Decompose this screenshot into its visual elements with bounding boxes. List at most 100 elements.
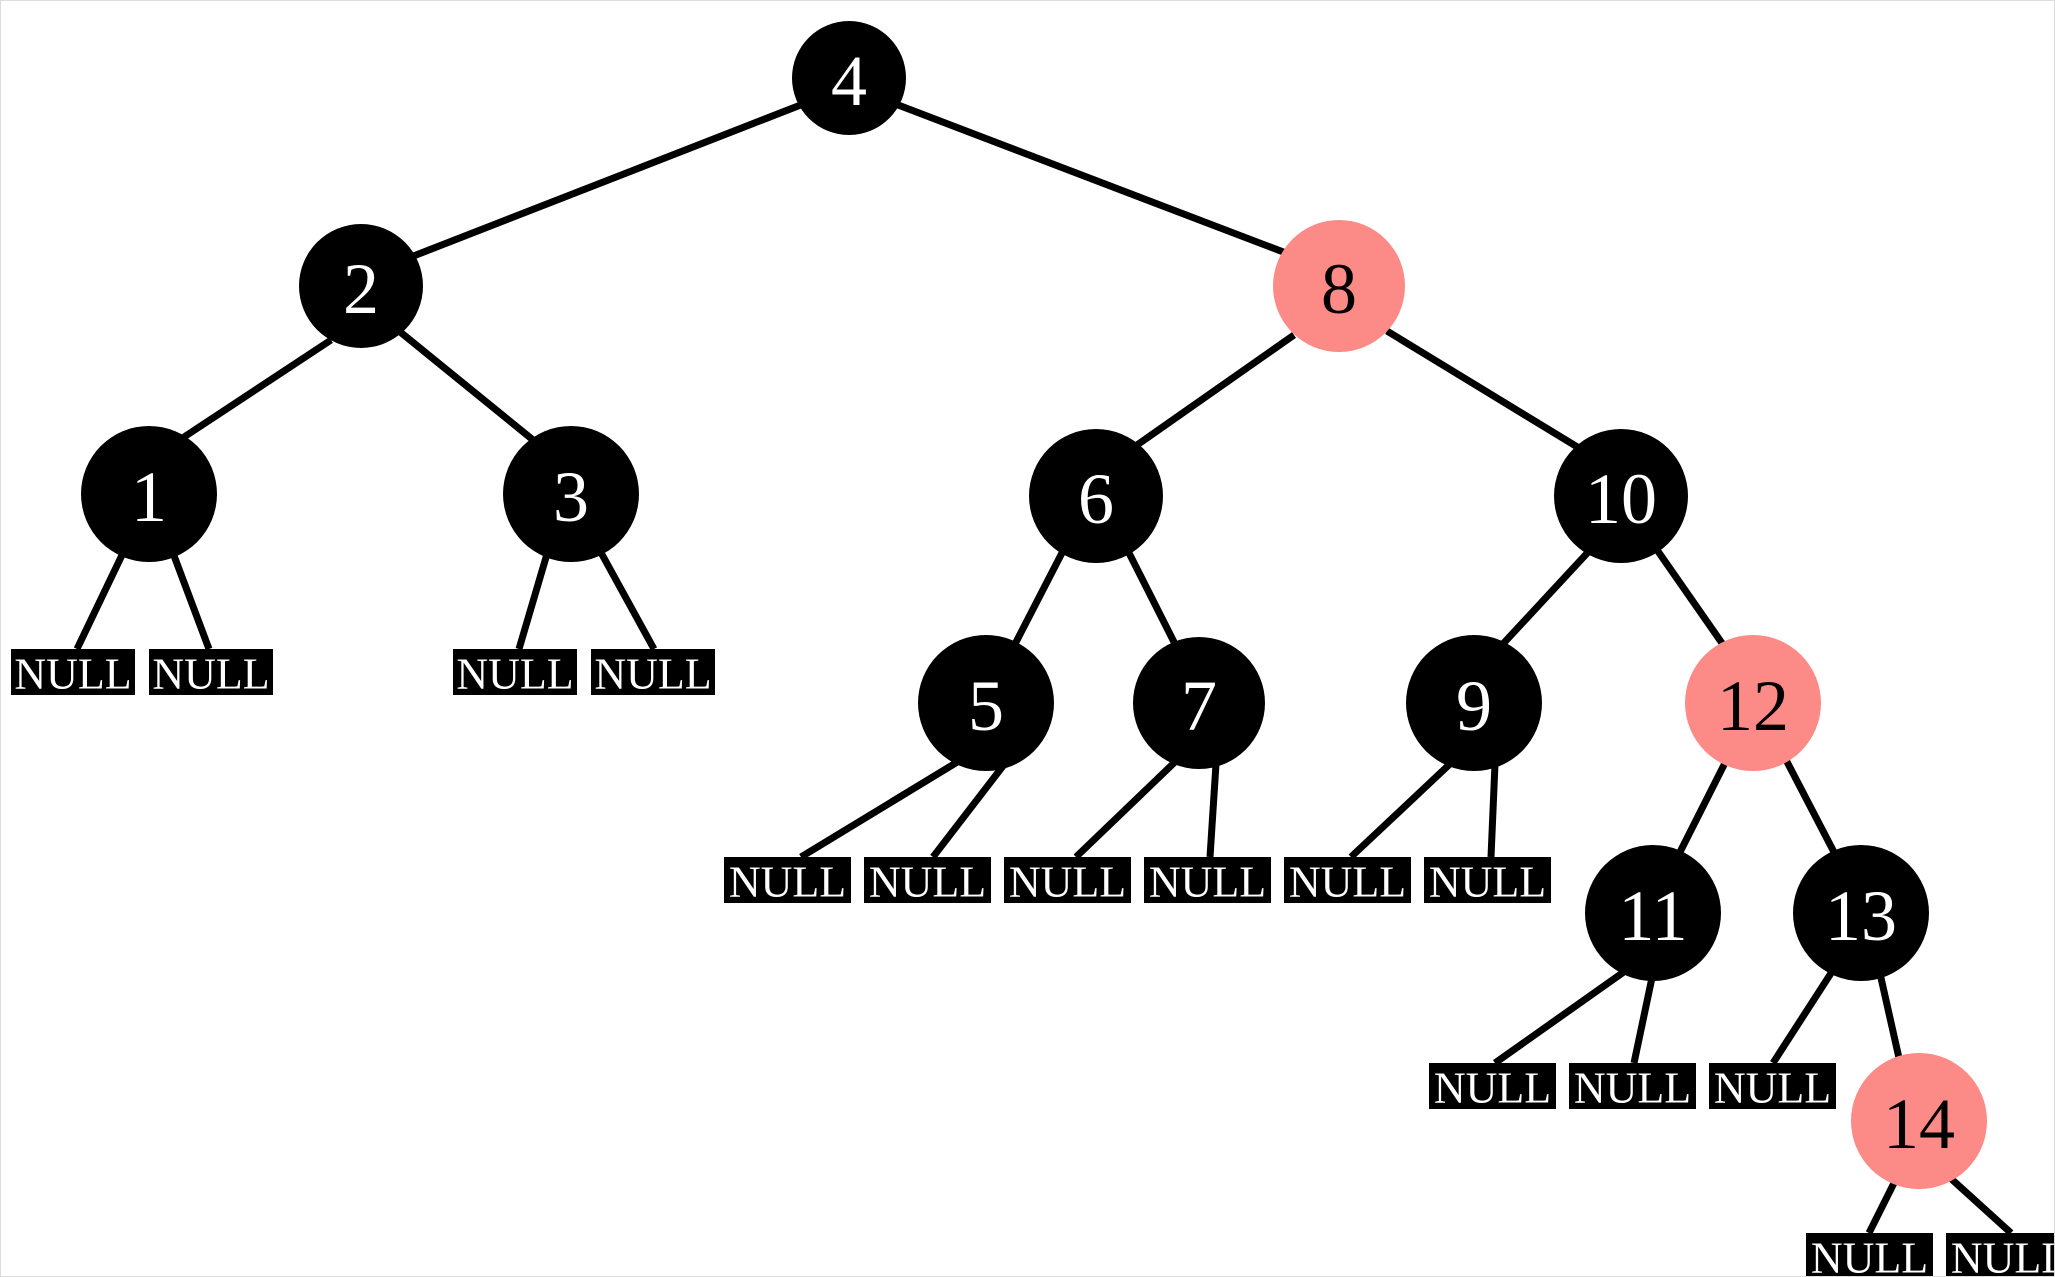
node-circle-black bbox=[1585, 845, 1721, 981]
null-leaf-box bbox=[864, 857, 991, 903]
tree-node-3[interactable]: 3 bbox=[503, 426, 639, 562]
node-value-label: 3 bbox=[553, 457, 589, 537]
tree-edge-n5-z6 bbox=[930, 763, 1006, 860]
tree-edge-n10-n12 bbox=[1652, 544, 1727, 649]
null-leaf: NULL bbox=[1709, 1063, 1836, 1113]
null-leaf: NULL bbox=[11, 649, 135, 699]
null-leaf-label: NULL bbox=[1434, 1064, 1551, 1113]
null-leaf-box bbox=[591, 649, 715, 695]
node-value-label: 11 bbox=[1618, 876, 1687, 956]
null-leaf: NULL bbox=[724, 857, 851, 907]
node-circle-black bbox=[299, 224, 423, 348]
node-value-label: 10 bbox=[1585, 459, 1657, 539]
node-value-label: 9 bbox=[1456, 666, 1492, 746]
null-leaf-box bbox=[1709, 1063, 1836, 1109]
tree-edge-n5-z5 bbox=[799, 758, 961, 860]
node-value-label: 14 bbox=[1883, 1084, 1955, 1164]
tree-edge-n14-z15 bbox=[1944, 1172, 2014, 1236]
tree-edge-n6-n7 bbox=[1123, 547, 1180, 648]
tree-edge-n4-n2 bbox=[391, 95, 818, 268]
null-leaf-label: NULL bbox=[594, 650, 711, 699]
tree-node-13[interactable]: 13 bbox=[1793, 845, 1929, 981]
node-circle-black bbox=[1133, 637, 1265, 769]
node-circle-black bbox=[1554, 429, 1688, 563]
tree-node-2[interactable]: 2 bbox=[299, 224, 423, 348]
null-leaf: NULL bbox=[149, 649, 273, 699]
null-leaf: NULL bbox=[864, 857, 991, 907]
tree-edge-n2-n1 bbox=[179, 337, 333, 442]
tree-edge-n10-n9 bbox=[1498, 546, 1594, 649]
node-value-label: 13 bbox=[1825, 876, 1897, 956]
tree-edge-n7-z8 bbox=[1206, 763, 1220, 858]
tree-edge-n7-z7 bbox=[1073, 758, 1179, 860]
node-circle-red bbox=[1685, 635, 1821, 771]
null-leaf: NULL bbox=[1429, 1063, 1556, 1113]
tree-edge-n1-z2 bbox=[169, 551, 213, 651]
tree-edge-n3-z3 bbox=[515, 553, 551, 650]
tree-node-14[interactable]: 14 bbox=[1851, 1053, 1987, 1189]
tree-node-4[interactable]: 4 bbox=[792, 21, 906, 135]
null-leaf: NULL bbox=[1424, 857, 1551, 907]
null-leaf-label: NULL bbox=[869, 858, 986, 907]
node-value-label: 6 bbox=[1078, 459, 1114, 539]
tree-edge-n2-n3 bbox=[396, 328, 541, 447]
tree-node-5[interactable]: 5 bbox=[918, 635, 1054, 771]
tree-node-6[interactable]: 6 bbox=[1029, 429, 1163, 563]
tree-edge-n9-z10 bbox=[1487, 763, 1499, 858]
tree-edge-n1-z1 bbox=[73, 551, 127, 651]
null-leaf-label: NULL bbox=[1429, 858, 1546, 907]
tree-edge-n3-z4 bbox=[595, 547, 658, 651]
node-circle-red bbox=[1273, 220, 1405, 352]
null-leaf-label: NULL bbox=[729, 858, 846, 907]
node-circle-red bbox=[1851, 1053, 1987, 1189]
null-leaf-box bbox=[1569, 1063, 1696, 1109]
null-leaf-label: NULL bbox=[14, 650, 131, 699]
node-circle-black bbox=[918, 635, 1054, 771]
node-value-label: 5 bbox=[968, 666, 1004, 746]
null-leaf-box bbox=[1424, 857, 1551, 903]
tree-edge-n12-n13 bbox=[1780, 754, 1840, 858]
tree-node-1[interactable]: 1 bbox=[81, 426, 217, 562]
null-leaf-box bbox=[1284, 857, 1411, 903]
null-leaf-label: NULL bbox=[1811, 1234, 1928, 1277]
null-leaf-box bbox=[1806, 1233, 1933, 1276]
null-leaf: NULL bbox=[453, 649, 577, 699]
tree-edge-n9-z9 bbox=[1348, 760, 1454, 860]
tree-node-10[interactable]: 10 bbox=[1554, 429, 1688, 563]
null-leaf: NULL bbox=[1004, 857, 1131, 907]
null-leaf-label: NULL bbox=[152, 650, 269, 699]
tree-edge-n11-z11 bbox=[1492, 966, 1631, 1066]
tree-edge-n8-n6 bbox=[1134, 332, 1297, 448]
tree-edge-n12-n11 bbox=[1674, 755, 1732, 858]
tree-node-11[interactable]: 11 bbox=[1585, 845, 1721, 981]
null-leaf-box bbox=[149, 649, 273, 695]
tree-edge-n4-n8 bbox=[883, 96, 1301, 262]
node-circle-black bbox=[81, 426, 217, 562]
node-value-label: 8 bbox=[1321, 249, 1357, 329]
null-leaf-box bbox=[1004, 857, 1131, 903]
tree-edge-n6-n5 bbox=[1010, 547, 1068, 648]
null-leaf: NULL bbox=[1144, 857, 1271, 907]
node-value-label: 12 bbox=[1717, 666, 1789, 746]
node-circle-black bbox=[503, 426, 639, 562]
null-leaf-label: NULL bbox=[1574, 1064, 1691, 1113]
tree-edge-n8-n10 bbox=[1385, 328, 1581, 451]
tree-node-12[interactable]: 12 bbox=[1685, 635, 1821, 771]
tree-edge-n11-z12 bbox=[1630, 972, 1657, 1064]
tree-node-7[interactable]: 7 bbox=[1133, 637, 1265, 769]
tree-edge-n14-z14 bbox=[1865, 1177, 1900, 1235]
null-leaf-box bbox=[453, 649, 577, 695]
null-leaf-box bbox=[724, 857, 851, 903]
null-leaf-box bbox=[11, 649, 135, 695]
tree-node-9[interactable]: 9 bbox=[1406, 635, 1542, 771]
null-leaf-box bbox=[1946, 1233, 2054, 1276]
tree-node-8[interactable]: 8 bbox=[1273, 220, 1405, 352]
null-leaf-label: NULL bbox=[1951, 1234, 2055, 1277]
node-circle-black bbox=[1406, 635, 1542, 771]
null-leaf-label: NULL bbox=[1009, 858, 1126, 907]
null-leaf-label: NULL bbox=[1289, 858, 1406, 907]
node-value-label: 1 bbox=[131, 457, 167, 537]
